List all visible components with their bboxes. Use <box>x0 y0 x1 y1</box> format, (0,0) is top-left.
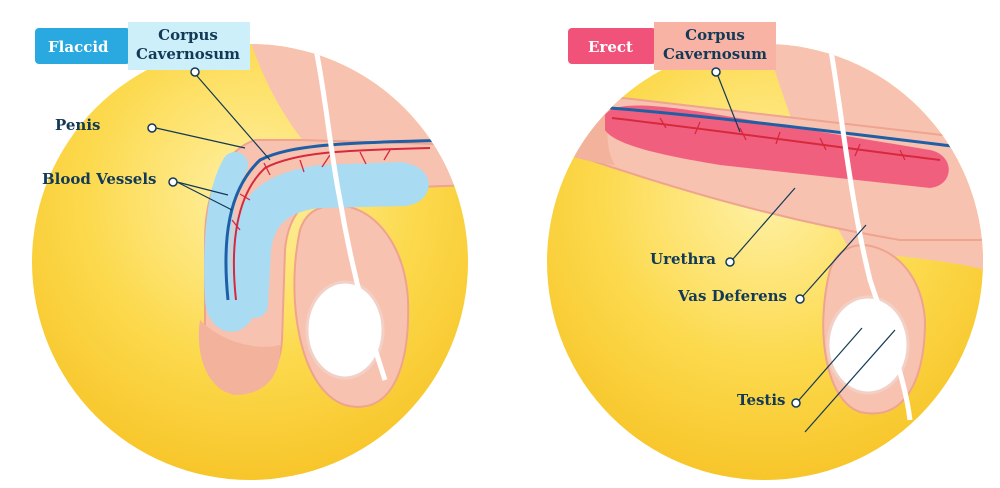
label-vas-deferens: Vas Deferens <box>677 287 787 305</box>
erect-vas-deferens-duct <box>827 44 913 421</box>
label-blood-vessels: Blood Vessels <box>42 170 156 188</box>
flaccid-vein <box>224 138 468 301</box>
label-penis: Penis <box>55 116 100 134</box>
flaccid-corpus-cavernosum <box>204 152 429 332</box>
erect-title-bg <box>654 22 776 70</box>
flaccid-title-line-2: Cavernosum <box>136 45 240 63</box>
flaccid-capillaries <box>231 149 391 231</box>
blood-vessels-leader-line-2 <box>176 181 233 211</box>
urethra-leader-line <box>732 187 796 260</box>
erect-title-leader-line <box>717 75 741 133</box>
flaccid-tag-label: Flaccid <box>48 38 109 56</box>
erect-panel: Urethra Vas Deferens Testis Erect Corpus… <box>547 22 983 480</box>
erect-tag-bg <box>568 28 656 64</box>
flaccid-title-leader-line <box>196 75 271 161</box>
flaccid-title-line-1: Corpus <box>158 26 218 44</box>
testis-pointer-dot <box>791 398 801 408</box>
flaccid-panel: Penis Blood Vessels Flaccid Corpus Caver… <box>32 22 468 480</box>
erect-title-pointer-dot <box>711 67 721 77</box>
flaccid-title-pointer-dot <box>190 67 200 77</box>
erect-artery <box>611 117 941 161</box>
label-urethra: Urethra <box>650 250 716 268</box>
penis-leader-line <box>155 127 246 149</box>
vas-deferens-pointer-dot <box>795 294 805 304</box>
blood-vessels-leader-line-1 <box>176 181 229 196</box>
erect-capillaries <box>659 117 906 161</box>
erect-tag-label: Erect <box>588 38 633 56</box>
label-testis: Testis <box>737 391 786 409</box>
vas-deferens-leader-line <box>802 224 867 297</box>
erect-corpus-cavernosum <box>605 105 949 188</box>
testis-leader-line-2 <box>804 329 896 433</box>
urethra-pointer-dot <box>725 257 735 267</box>
penis-pointer-dot <box>147 123 157 133</box>
flaccid-artery <box>232 147 431 301</box>
flaccid-glans <box>198 320 281 395</box>
erect-glans <box>547 98 615 165</box>
erect-testis <box>826 295 910 395</box>
testis-leader-line-1 <box>798 327 863 401</box>
erect-title-line-1: Corpus <box>685 26 745 44</box>
flaccid-title-bg <box>128 22 250 70</box>
flaccid-tag-bg <box>35 28 130 64</box>
erect-vein <box>609 106 983 152</box>
erect-title-line-2: Cavernosum <box>663 45 767 63</box>
blood-vessels-pointer-dot <box>168 177 178 187</box>
flaccid-vas-deferens <box>312 44 388 381</box>
